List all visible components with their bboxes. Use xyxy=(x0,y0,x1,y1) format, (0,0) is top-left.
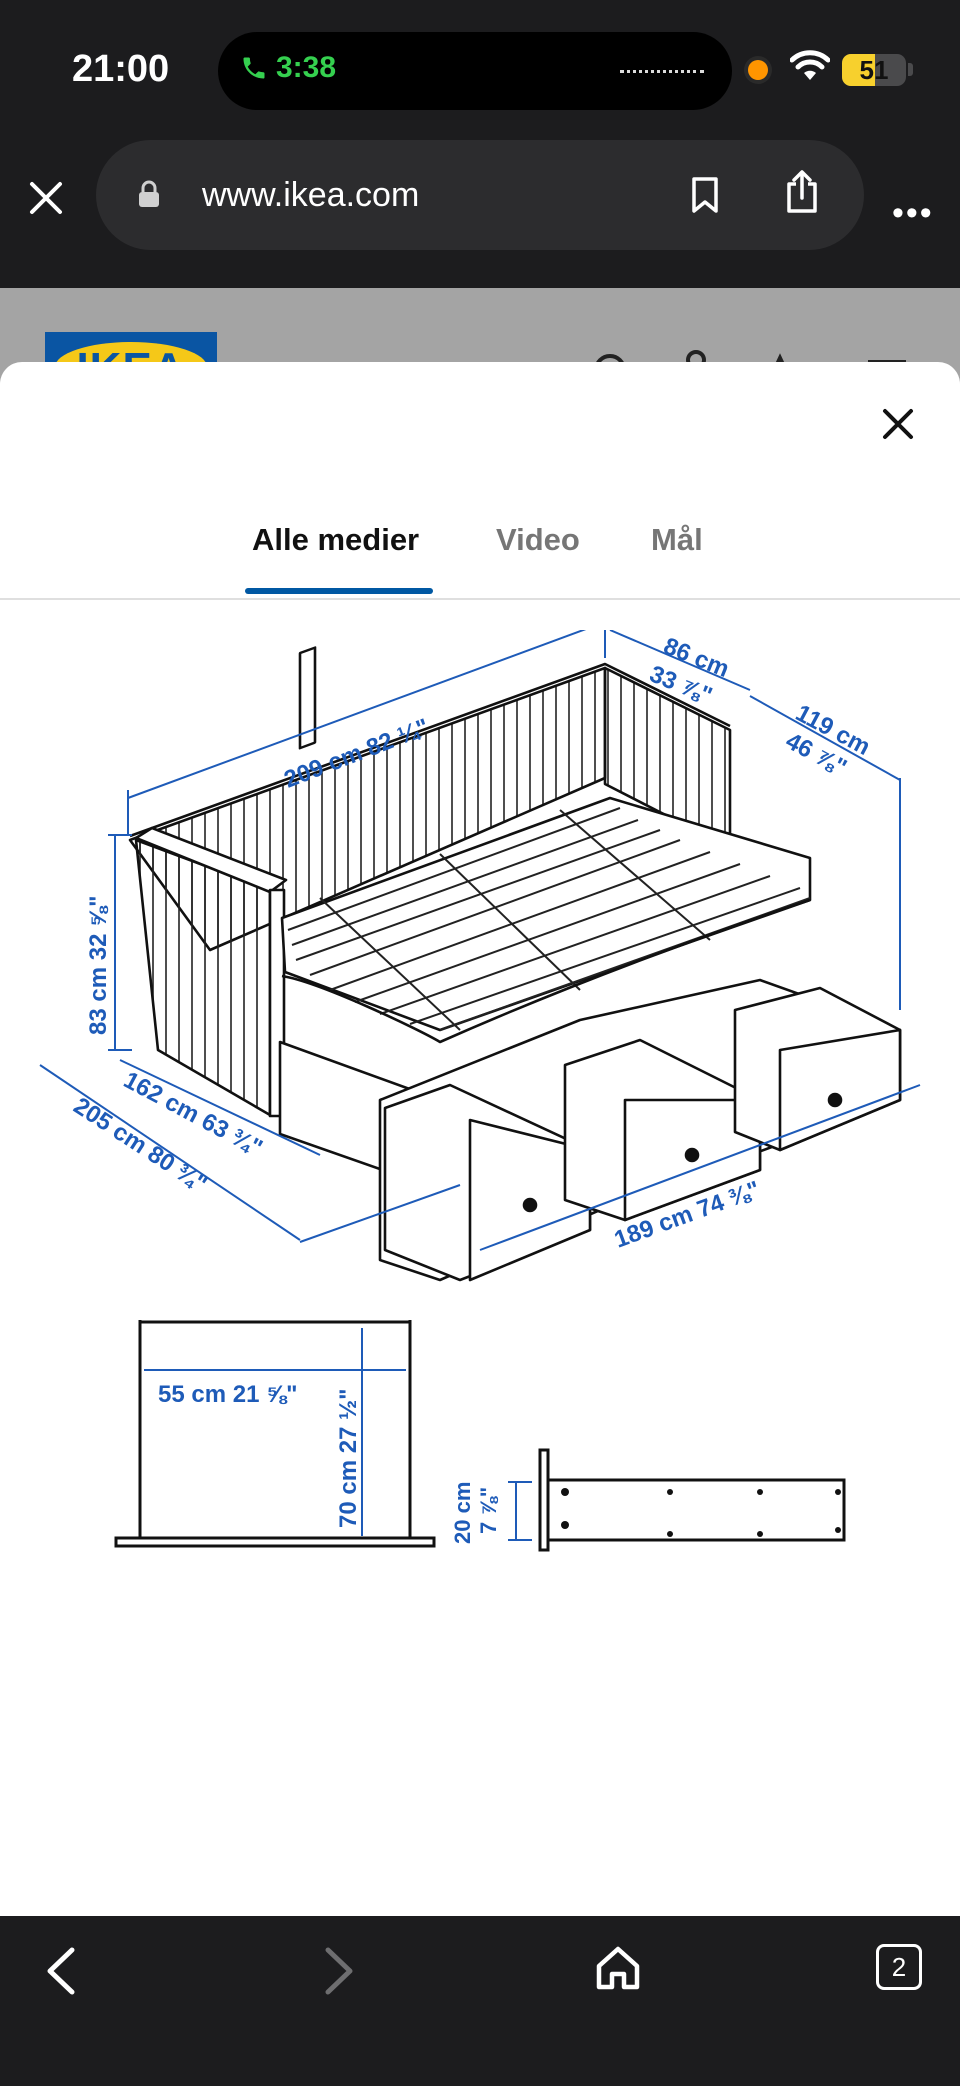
audio-wave-icon xyxy=(620,70,704,77)
browser-bottom-bar: 2 xyxy=(0,1916,960,2086)
forward-icon[interactable] xyxy=(318,1946,358,1996)
call-timer: 3:38 xyxy=(276,51,337,84)
tab-all-media[interactable]: Alle medier xyxy=(252,522,420,557)
call-indicator[interactable]: 3:38 xyxy=(240,51,336,85)
url-text[interactable]: www.ikea.com xyxy=(202,176,420,214)
dim-mattress-width: 55 cm 21 ⅝" xyxy=(158,1381,297,1408)
battery-cap xyxy=(908,63,913,76)
status-time: 21:00 xyxy=(72,48,170,90)
media-tabs: Alle medier Video Mål xyxy=(0,522,960,602)
battery-icon: 51 xyxy=(842,54,906,86)
lock-icon xyxy=(139,180,159,207)
battery-fill xyxy=(842,54,875,86)
battery-level: 51 xyxy=(859,55,889,85)
dim-drawer-height: 20 cm xyxy=(450,1482,475,1544)
phone-icon xyxy=(243,57,265,79)
dim-height: 83 cm 32 ⅝" xyxy=(85,896,112,1035)
close-icon[interactable] xyxy=(26,178,66,218)
tab-video[interactable]: Video xyxy=(496,522,580,557)
address-bar[interactable]: www.ikea.com xyxy=(96,140,864,250)
drawer-middle xyxy=(563,1038,762,1222)
media-sheet: Alle medier Video Mål xyxy=(0,362,960,1916)
tabs-divider xyxy=(0,598,960,600)
browser-toolbar: www.ikea.com xyxy=(0,138,960,258)
more-icon[interactable]: ••• xyxy=(892,194,934,232)
bookmark-icon[interactable] xyxy=(690,176,720,214)
tabs-icon[interactable]: 2 xyxy=(876,1944,922,1990)
dim-inner-height: 70 cm 27 ½" xyxy=(335,1389,362,1528)
dimension-lines xyxy=(39,630,921,1251)
back-icon[interactable] xyxy=(42,1946,82,1996)
dynamic-island[interactable]: 3:38 xyxy=(218,32,732,110)
home-icon[interactable] xyxy=(594,1944,642,1992)
sheet-close-icon[interactable] xyxy=(880,406,916,442)
drawer-left xyxy=(383,1083,592,1282)
drawer-side-view-drawing: 20 cm 7 ⅞" xyxy=(450,1448,846,1552)
recording-indicator-icon xyxy=(748,60,768,80)
wifi-icon xyxy=(790,50,830,80)
dim-drawer-height-in: 7 ⅞" xyxy=(476,1487,501,1534)
drawer-right xyxy=(733,986,902,1152)
status-bar: 21:00 3:38 51 xyxy=(0,0,960,138)
share-icon[interactable] xyxy=(784,170,820,214)
daybed-drawing xyxy=(128,646,902,1282)
daybed-dimension-drawing: 209 cm 82 ¼" 86 cm 33 ⅞" 119 cm 46 ⅞" 83… xyxy=(39,630,921,1552)
tab-measurements[interactable]: Mål xyxy=(651,522,703,557)
end-view-drawing: 55 cm 21 ⅝" 70 cm 27 ½" xyxy=(114,1320,436,1548)
active-tab-indicator xyxy=(245,588,433,594)
